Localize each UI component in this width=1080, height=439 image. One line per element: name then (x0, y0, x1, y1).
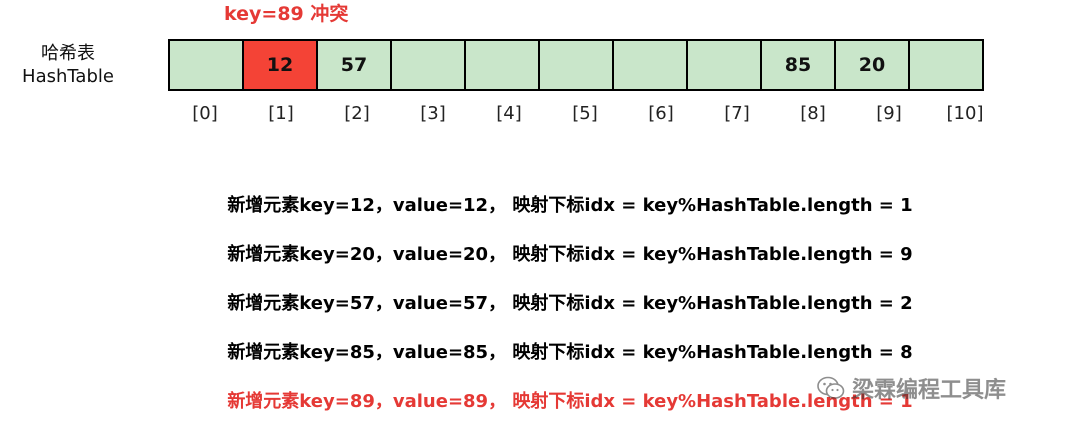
watermark-text: 梁霖编程工具库 (852, 378, 1007, 403)
hash-cell-5 (538, 39, 614, 91)
index-label: [0] (192, 103, 218, 124)
index-label: [5] (572, 103, 598, 124)
watermark: 梁霖编程工具库 (816, 372, 1006, 404)
index-label: [10] (946, 103, 984, 124)
collision-note: key=89 冲突 (224, 3, 349, 25)
index-label: [1] (268, 103, 294, 124)
hash-cell-8: 85 (760, 39, 836, 91)
operation-line: 新增元素key=57，value=57， 映射下标idx = key%HashT… (227, 293, 913, 314)
index-label: [8] (800, 103, 826, 124)
hash-cell-1: 12 (242, 39, 318, 91)
index-label: [4] (496, 103, 522, 124)
hash-cell-0 (168, 39, 244, 91)
operation-line: 新增元素key=89，value=89， 映射下标idx = key%HashT… (227, 391, 913, 412)
hash-table-label-en: HashTable (22, 66, 114, 87)
index-label: [7] (724, 103, 750, 124)
index-label: [6] (648, 103, 674, 124)
hash-cell-10 (908, 39, 984, 91)
index-label: [2] (344, 103, 370, 124)
hash-table: 12 57 85 20 (168, 39, 984, 91)
operation-line: 新增元素key=85，value=85， 映射下标idx = key%HashT… (227, 342, 913, 363)
index-label: [3] (420, 103, 446, 124)
hash-cell-4 (464, 39, 540, 91)
operation-list: 新增元素key=12，value=12， 映射下标idx = key%HashT… (0, 194, 1080, 439)
hash-cell-9: 20 (834, 39, 910, 91)
hash-cell-7 (686, 39, 762, 91)
hash-table-label-cn: 哈希表 (41, 43, 95, 64)
wechat-icon (817, 376, 845, 399)
hash-table-label: 哈希表 HashTable (10, 42, 126, 88)
operation-line: 新增元素key=20，value=20， 映射下标idx = key%HashT… (227, 244, 913, 265)
hash-cell-2: 57 (316, 39, 392, 91)
index-label: [9] (876, 103, 902, 124)
operation-line: 新增元素key=12，value=12， 映射下标idx = key%HashT… (227, 195, 913, 216)
index-row: [0] [1] [2] [3] [4] [5] [6] [7] [8] [9] … (168, 103, 1004, 124)
hash-cell-6 (612, 39, 688, 91)
hash-cell-3 (390, 39, 466, 91)
